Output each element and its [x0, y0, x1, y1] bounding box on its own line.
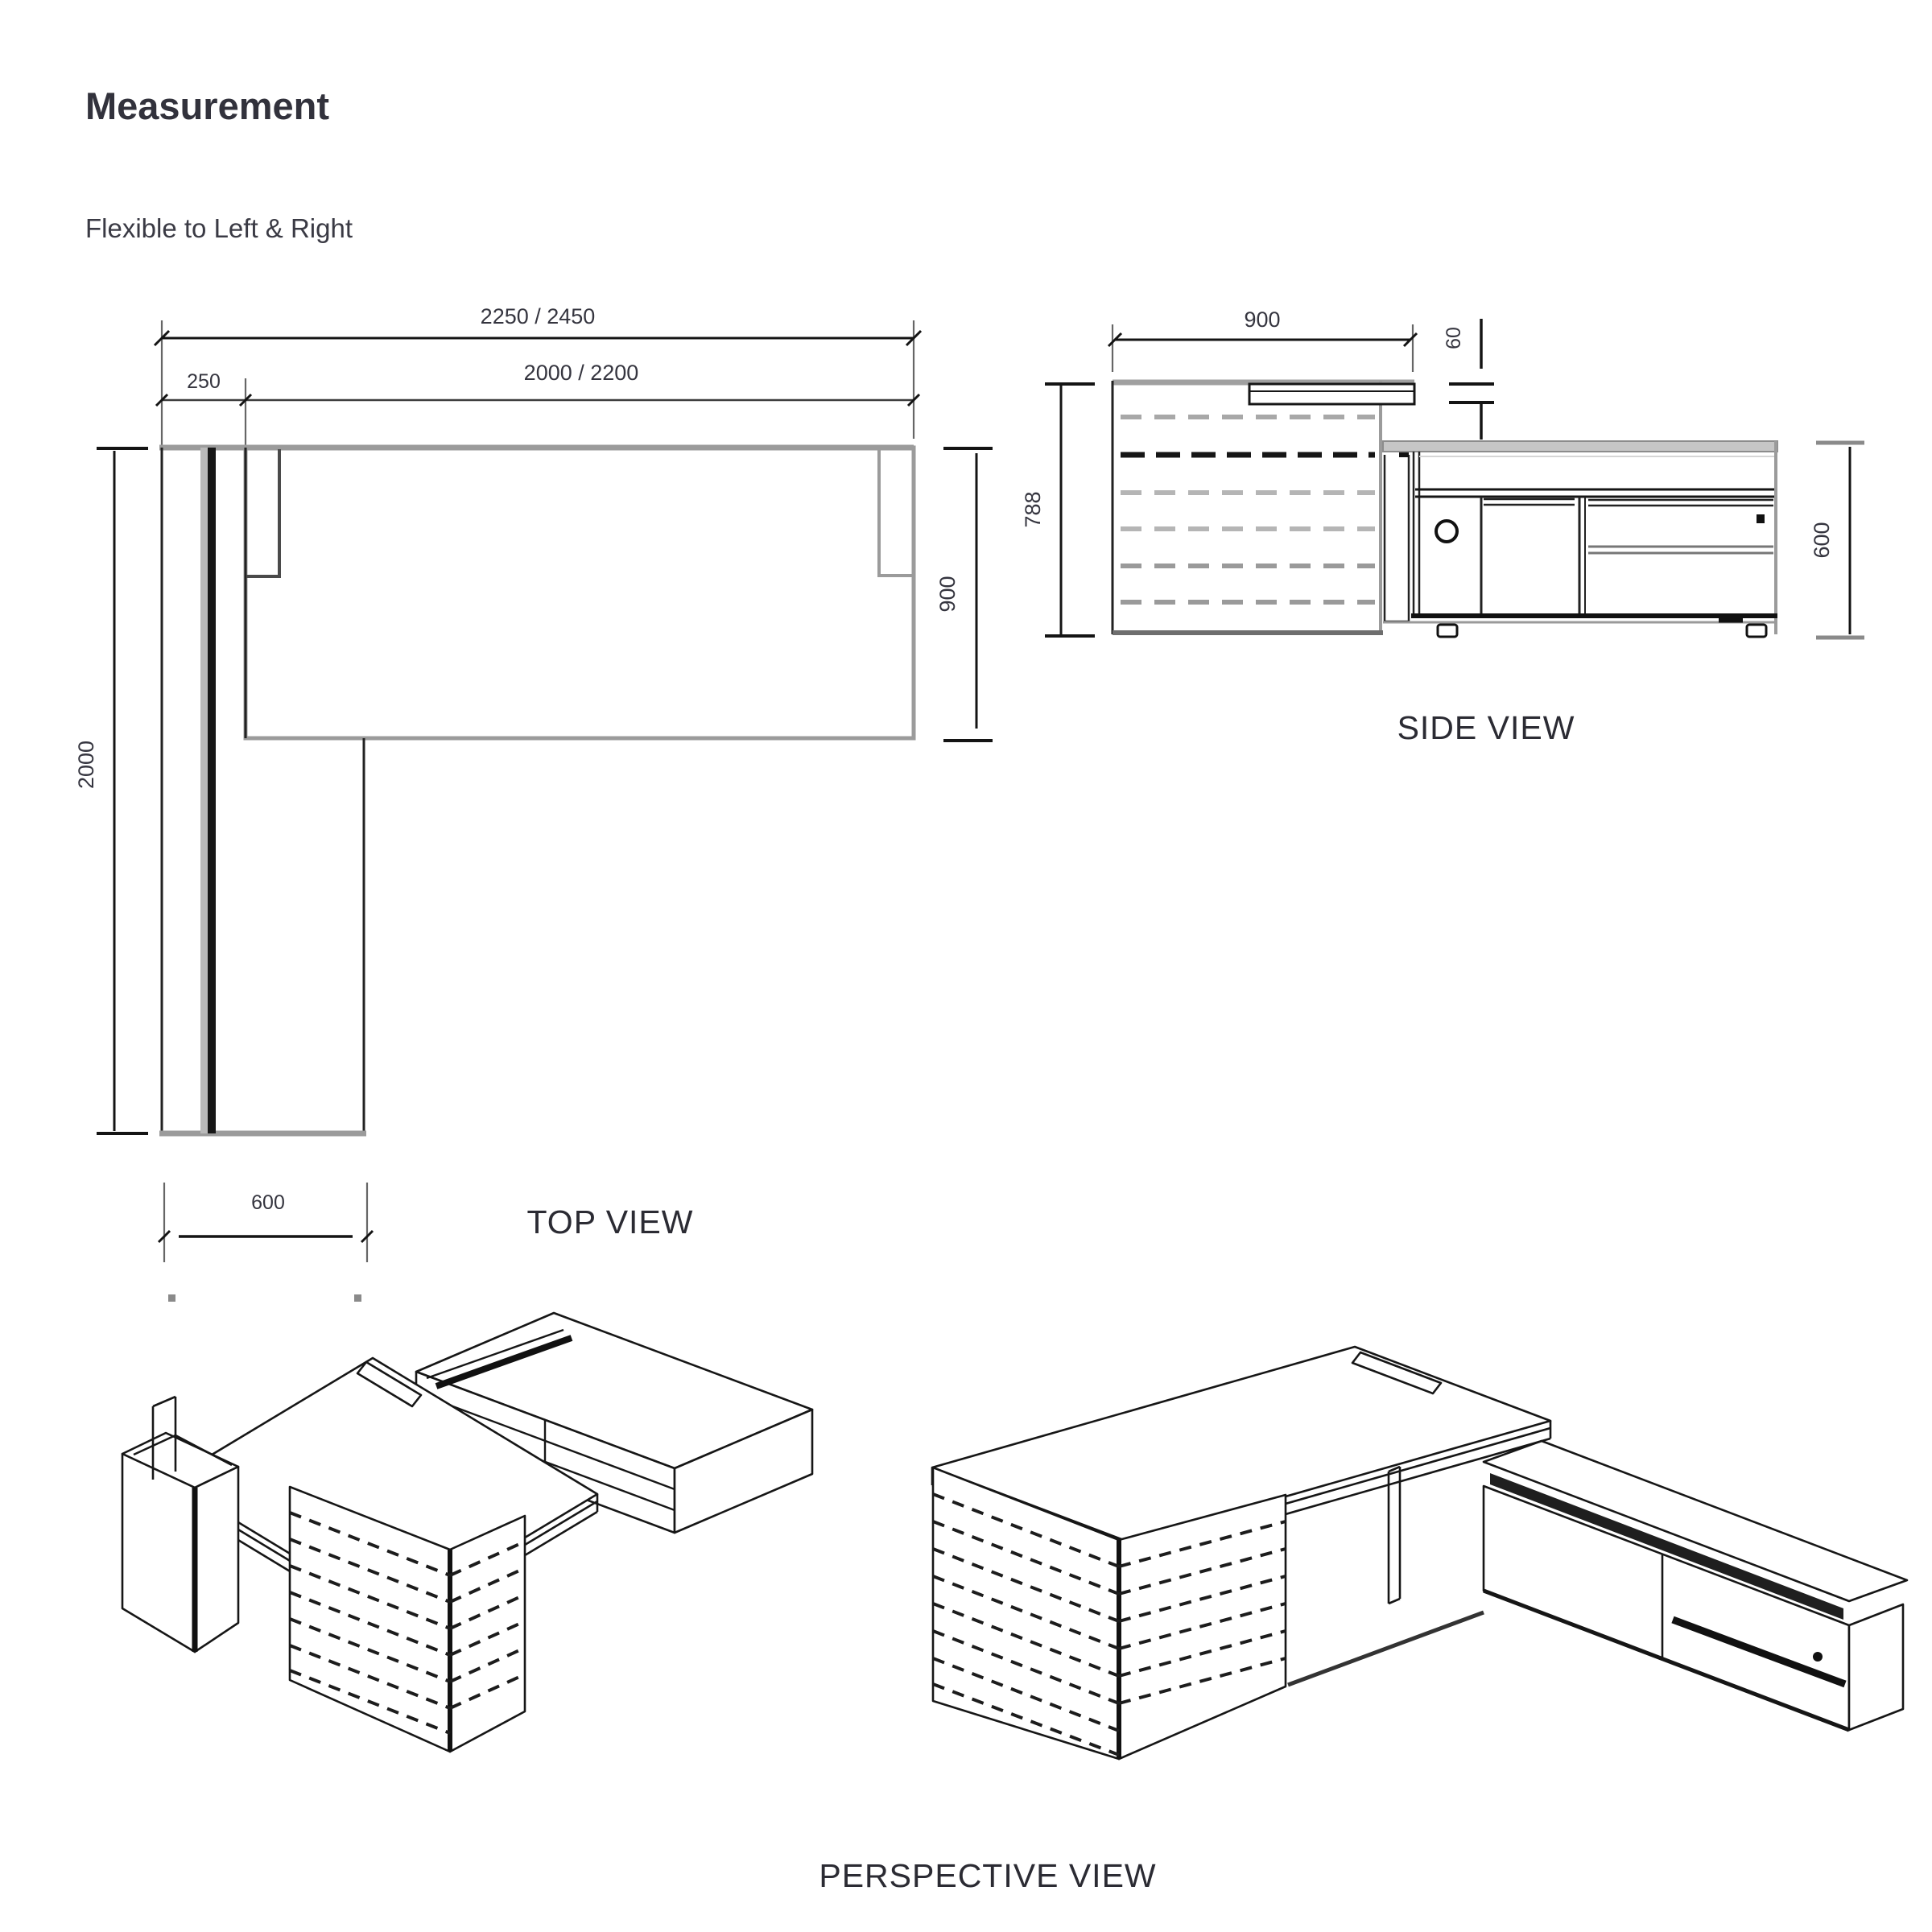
dim-desk-width: 250 2000 / 2200	[155, 361, 921, 407]
return-credenza-iso	[415, 1311, 814, 1534]
top-view-drawing: 2250 / 2450 250 2000 / 2200	[74, 304, 993, 1302]
keyhole-lock	[1757, 514, 1765, 523]
desk-top-plan	[243, 445, 916, 741]
dim-return-width: 600	[157, 1183, 374, 1302]
svg-text:60: 60	[1443, 327, 1465, 349]
perspective-right-drawing	[931, 1345, 1909, 1761]
louver-panel-iso	[288, 1485, 526, 1753]
cabinet-iso	[1482, 1473, 1905, 1732]
perspective-view-label: PERSPECTIVE VIEW	[819, 1857, 1156, 1894]
perspective-left-drawing	[121, 1311, 814, 1753]
louver-panel-iso-right	[931, 1466, 1287, 1761]
dim-cabinet-height: 600	[1810, 440, 1864, 640]
side-view-drawing: 900 60	[1021, 308, 1864, 746]
side-view-label: SIDE VIEW	[1397, 709, 1575, 746]
cabinet-top-iso	[1482, 1439, 1909, 1603]
svg-text:2000 / 2200: 2000 / 2200	[524, 361, 639, 385]
cabinet-foot-left	[1436, 623, 1459, 638]
svg-text:600: 600	[1810, 522, 1834, 558]
dim-side-depth: 900	[1107, 308, 1418, 372]
dim-desk-depth: 900	[935, 447, 993, 742]
top-view-label: TOP VIEW	[527, 1203, 694, 1241]
cable-slot-right	[1351, 1351, 1443, 1395]
svg-text:900: 900	[935, 576, 960, 612]
svg-text:600: 600	[251, 1191, 285, 1214]
support-panel	[1383, 449, 1410, 623]
cabinet-recess-shadow	[1490, 1473, 1843, 1620]
svg-text:2000: 2000	[74, 741, 98, 789]
svg-text:2250 / 2450: 2250 / 2450	[481, 304, 596, 328]
dim-return-length: 2000	[74, 447, 148, 1135]
dim-offset: 250	[187, 370, 221, 393]
page-title: Measurement	[85, 85, 329, 127]
desk-right-notch	[877, 446, 912, 577]
svg-text:788: 788	[1021, 491, 1045, 527]
pedestal-iso	[121, 1395, 240, 1653]
cabinet-foot-right	[1745, 623, 1768, 638]
page-subtitle: Flexible to Left & Right	[85, 213, 353, 243]
desk-side-panel	[1111, 379, 1416, 635]
desk-left-notch	[246, 449, 281, 578]
dim-overall-width: 2250 / 2450	[153, 304, 923, 347]
keyhole-lock-iso	[1813, 1652, 1823, 1662]
grommet-hole	[1435, 519, 1459, 543]
dim-top-thickness: 60	[1443, 319, 1494, 440]
return-cabinet-plan	[159, 448, 366, 1137]
svg-text:900: 900	[1244, 308, 1280, 332]
cable-slot-left	[356, 1360, 423, 1408]
cabinet-side	[1382, 440, 1778, 638]
dim-desk-height: 788	[1021, 382, 1095, 638]
knee-space-iso	[1287, 1465, 1484, 1687]
desk-top-ledge	[1248, 382, 1416, 406]
